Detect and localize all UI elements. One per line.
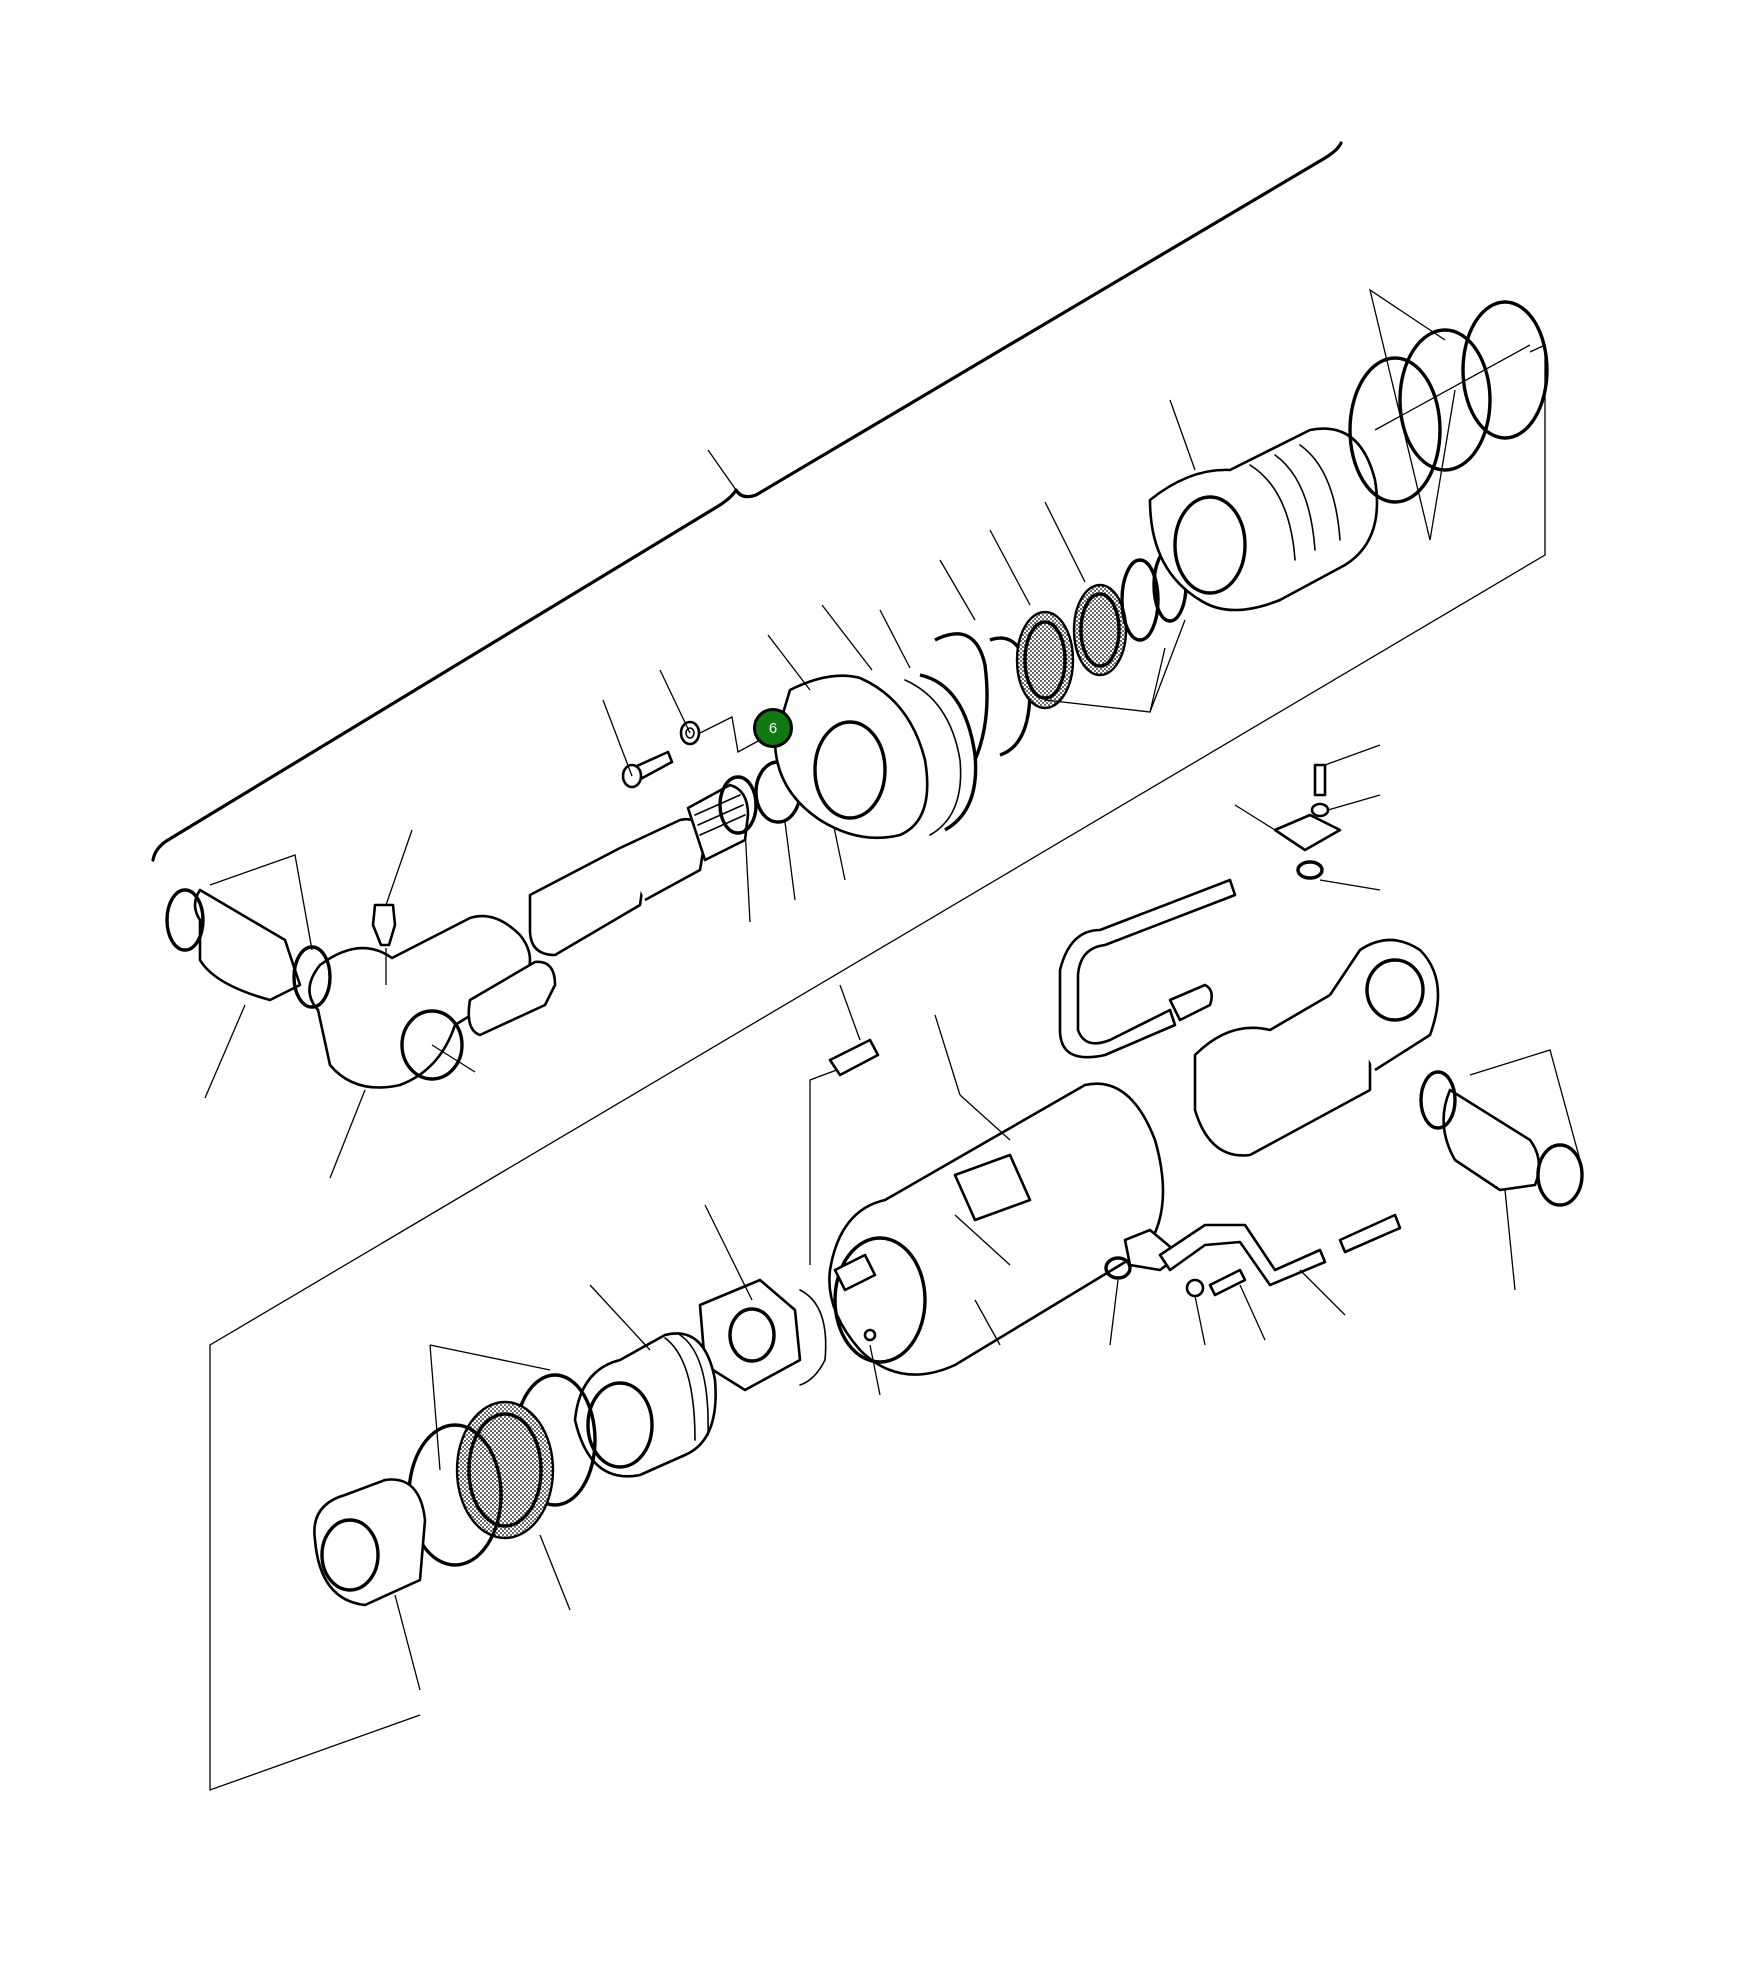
- pin-bushing-right: [1419, 1049, 1584, 1291]
- middle-seal-stack: [879, 501, 1188, 761]
- rod-group-bracket: [151, 141, 1343, 862]
- bottom-pipe: [1104, 1213, 1402, 1346]
- pin-bushing-left: [165, 854, 332, 1099]
- piston-nut: [698, 984, 881, 1396]
- cylinder-head-cover: [767, 604, 978, 840]
- cover-bolt: [602, 669, 761, 789]
- cylinder-tube: [828, 938, 1440, 1376]
- piston-rod: [467, 783, 750, 1037]
- guide-bushing: [313, 1478, 427, 1691]
- pipe-assembly: [1058, 744, 1381, 1059]
- piston-rings: [1348, 288, 1549, 541]
- callout-label: 6: [768, 719, 778, 737]
- barrel-group-frame: [209, 344, 1546, 1791]
- piston-seal-stack: [407, 1284, 717, 1611]
- rod-eye: [308, 914, 532, 1179]
- piston: [1148, 399, 1379, 612]
- callout-marker-6[interactable]: 6: [753, 708, 793, 748]
- grease-nipple: [371, 829, 413, 985]
